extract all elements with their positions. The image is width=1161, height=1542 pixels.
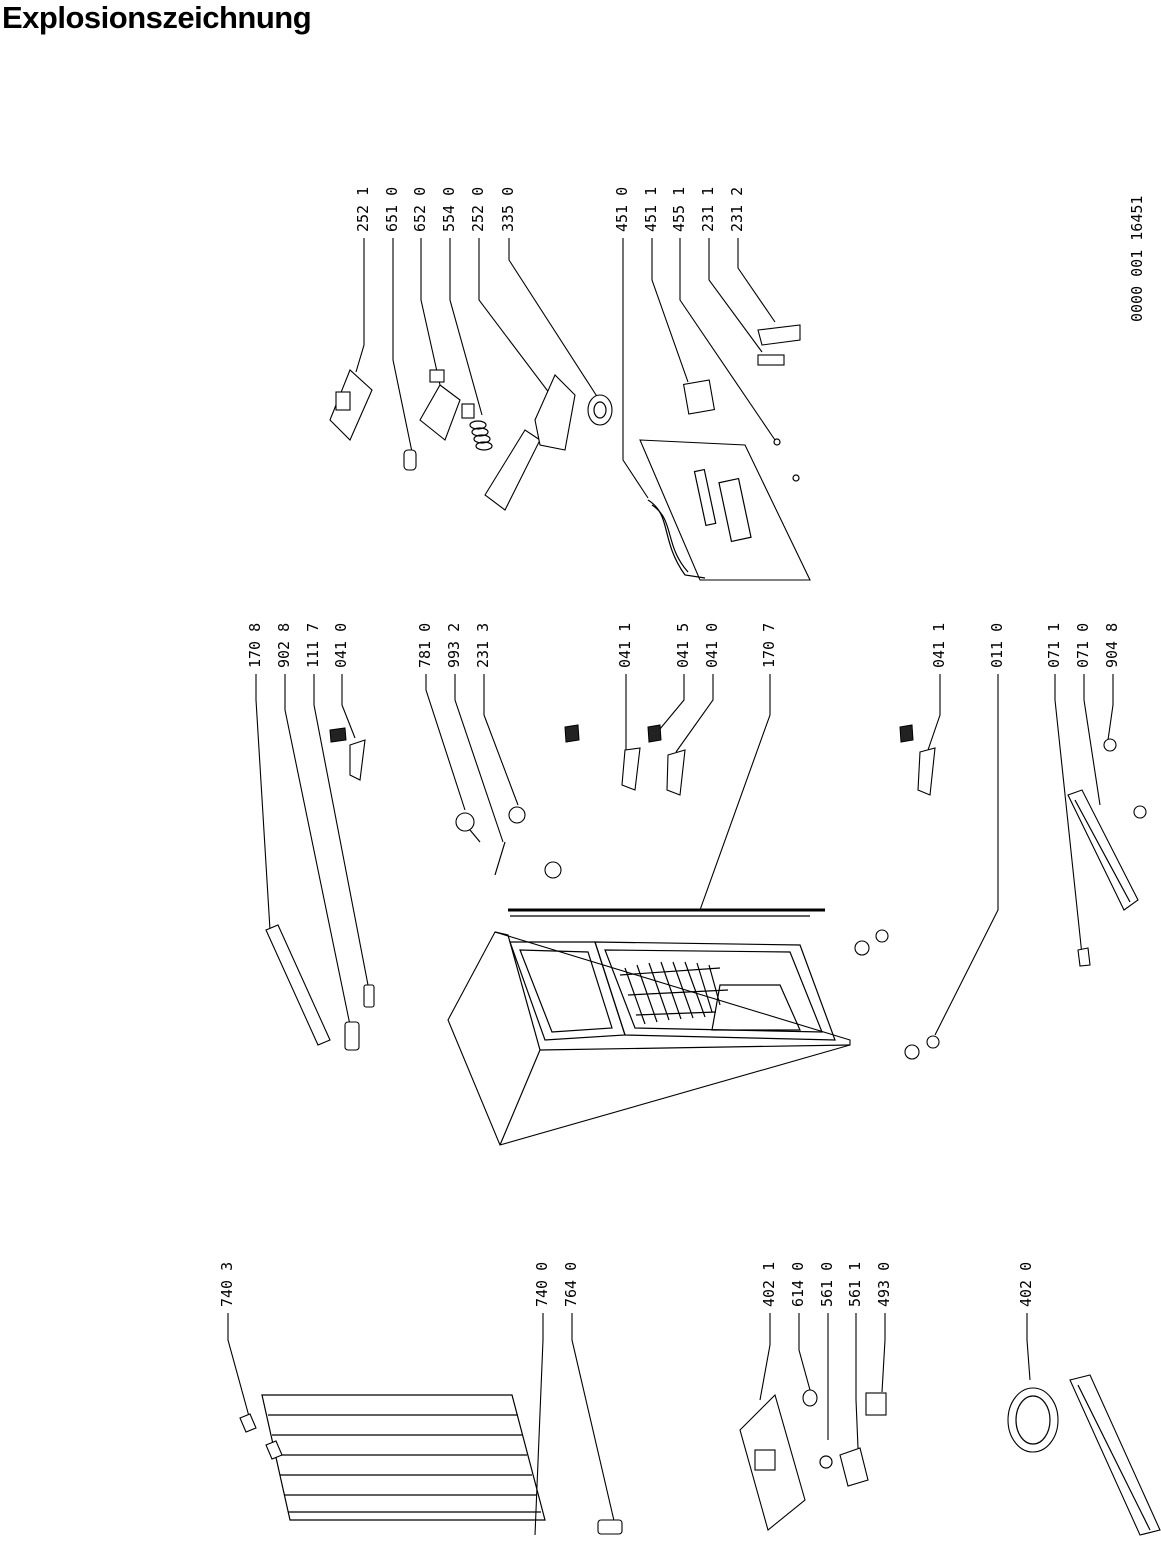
document-code: 0000 001 16451 [1128, 196, 1146, 322]
callout-451-1: 451 1 [642, 187, 660, 232]
callout-781-0: 781 0 [416, 623, 434, 668]
callout-402-1: 402 1 [760, 1262, 778, 1307]
callout-554-0: 554 0 [440, 187, 458, 232]
callout-231-1: 231 1 [699, 187, 717, 232]
callout-041-0a: 041 0 [332, 623, 350, 668]
callout-041-0b: 041 0 [703, 623, 721, 668]
door-parts [265, 724, 940, 1060]
callout-651-0: 651 0 [383, 187, 401, 232]
callout-740-3: 740 3 [218, 1262, 236, 1307]
callout-614-0: 614 0 [789, 1262, 807, 1307]
thermostat-assembly [329, 369, 613, 511]
callout-041-5: 041 5 [674, 623, 692, 668]
page-title: Explosionszeichnung [2, 0, 312, 35]
door-handle-part [1067, 738, 1147, 967]
callout-993-2: 993 2 [445, 623, 463, 668]
callout-252-1: 252 1 [354, 187, 372, 232]
callout-902-8: 902 8 [275, 623, 293, 668]
callout-493-0: 493 0 [875, 1262, 893, 1307]
callout-labels: 252 1 651 0 652 0 554 0 252 0 335 0 451 … [218, 187, 1121, 1307]
callout-252-0: 252 0 [469, 187, 487, 232]
callout-071-1: 071 1 [1045, 623, 1063, 668]
callout-904-8: 904 8 [1103, 623, 1121, 668]
callout-335-0: 335 0 [499, 187, 517, 232]
relay-parts [739, 1389, 887, 1531]
callout-231-2: 231 2 [728, 187, 746, 232]
callout-011-0: 011 0 [988, 623, 1006, 668]
callout-764-0: 764 0 [562, 1262, 580, 1307]
callout-071-0: 071 0 [1074, 623, 1092, 668]
leader-lines [227, 238, 1114, 1536]
callout-740-0: 740 0 [533, 1262, 551, 1307]
back-plate-assembly [639, 324, 811, 581]
callout-652-0: 652 0 [411, 187, 429, 232]
spring-part [469, 420, 493, 451]
callout-170-7: 170 7 [760, 623, 778, 668]
callout-561-0: 561 0 [818, 1262, 836, 1307]
compressor-part [1007, 1374, 1161, 1536]
evaporator-grid [619, 961, 729, 1025]
callout-041-1a: 041 1 [616, 623, 634, 668]
callout-455-1: 455 1 [670, 187, 688, 232]
callout-111-7: 111 7 [304, 623, 322, 668]
callout-231-3: 231 3 [474, 623, 492, 668]
condenser-part [239, 1394, 623, 1535]
callout-451-0: 451 0 [613, 187, 631, 232]
callout-170-8: 170 8 [246, 623, 264, 668]
cabinet-part [447, 908, 851, 1146]
callout-561-1: 561 1 [846, 1262, 864, 1307]
callout-402-0: 402 0 [1017, 1262, 1035, 1307]
callout-041-1b: 041 1 [930, 623, 948, 668]
